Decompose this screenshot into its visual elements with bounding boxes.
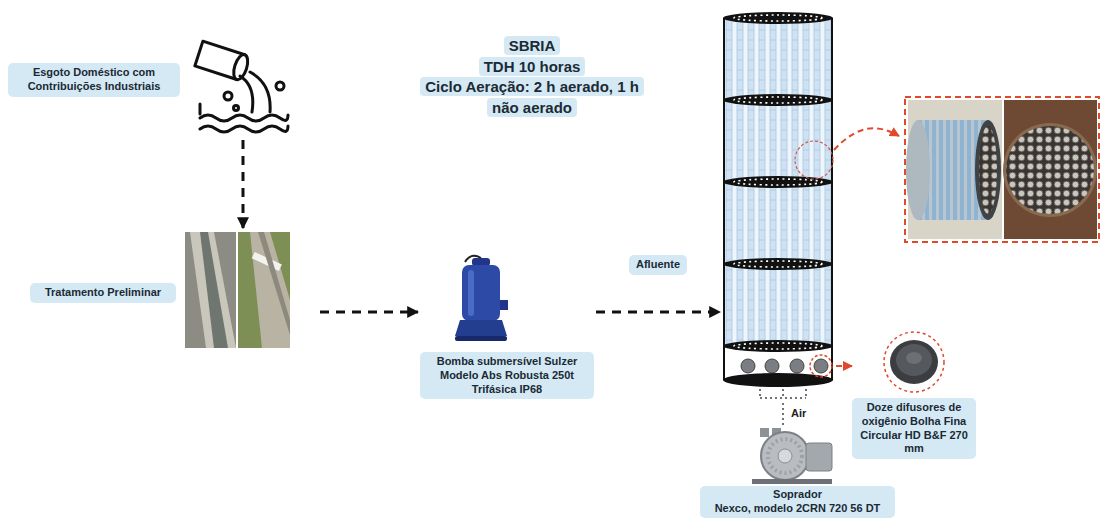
reactor-column-part	[795, 141, 833, 179]
module-photo-part	[979, 126, 997, 214]
label-text: Tratamento Preliminar	[36, 286, 170, 300]
label-pill: SopradorNexco, modelo 2CRN 720 56 DT	[700, 486, 895, 518]
blower-icon-part	[778, 449, 792, 463]
source-stage: Esgoto Doméstico com Contribuições Indus…	[8, 38, 298, 140]
diffuser-disc-part	[890, 340, 938, 384]
reactor-column-part	[790, 359, 804, 373]
sewage-icon-part	[240, 76, 253, 112]
heading-line: SBRIA	[414, 36, 650, 57]
pump-icon-part	[472, 258, 490, 266]
label-pill: Doze difusores de oxigênio Bolha Fina Ci…	[852, 398, 976, 459]
flow-connector	[596, 311, 720, 314]
flow-connector	[836, 365, 852, 367]
pump-icon-part	[462, 265, 500, 321]
module-photo-part	[906, 120, 930, 220]
reactor-column-part	[723, 373, 833, 387]
reactor-column-part	[723, 176, 833, 188]
reactor-column-part	[734, 97, 822, 103]
pump-icon-part	[468, 270, 474, 316]
diffuser-part: Doze difusores de oxigênio Bolha Fina Ci…	[852, 332, 976, 482]
reactor-column-part	[734, 179, 822, 185]
label-text: Soprador	[706, 488, 889, 502]
label-text: Nexco, modelo 2CRN 720 56 DT	[706, 502, 889, 516]
reactor-column-part	[724, 18, 832, 346]
sewage-icon-part	[234, 106, 239, 111]
diffuser-disc-part	[896, 344, 932, 376]
diffuser-disc-part	[884, 332, 944, 392]
reactor-column-part	[810, 355, 832, 377]
sewage-icon-part	[200, 115, 288, 121]
label-pill: Tratamento Preliminar	[30, 283, 176, 303]
blower-unit: SopradorNexco, modelo 2CRN 720 56 DT	[700, 425, 895, 520]
heading-text: SBRIA	[504, 36, 561, 55]
pretreatment-photo-part	[250, 232, 290, 348]
diffuser-disc-part	[906, 352, 922, 364]
heading-line: Ciclo Aeração: 2 h aerado, 1 h não aerad…	[414, 77, 650, 118]
reactor-column-part	[760, 389, 806, 398]
blower-icon-part	[752, 479, 832, 484]
pretreatment-photo-part	[200, 232, 228, 348]
pump-icon	[455, 256, 508, 341]
reactor-column-part	[834, 128, 899, 150]
reactor-column-part	[734, 261, 822, 267]
module-photo-part	[975, 120, 1001, 220]
reactor-column-part	[831, 18, 833, 380]
pretreatment-photo-part	[185, 232, 236, 348]
sewage-icon-part	[195, 41, 251, 81]
heading-text: Ciclo Aeração: 2 h aerado, 1 h não aerad…	[420, 77, 644, 117]
sewage-icon	[195, 41, 288, 132]
flow-connector	[320, 311, 418, 314]
pretreatment-photo-part	[190, 232, 236, 348]
sewage-icon-part	[250, 72, 270, 112]
diffuser-disc	[884, 332, 944, 392]
blower-icon-part	[806, 443, 832, 471]
module-photo-part	[905, 97, 1099, 242]
reactor-column-part	[723, 258, 833, 270]
reactor-column-part	[814, 359, 828, 373]
label-text: Doze difusores de oxigênio Bolha Fina Ci…	[858, 401, 970, 456]
flow-connector	[782, 402, 784, 425]
reactor-column-part	[723, 12, 833, 24]
heading-text: TDH 10 horas	[479, 57, 586, 76]
reactor-column: SBRIATDH 10 horasCiclo Aeração: 2 h aera…	[720, 12, 836, 402]
module-photo-part	[1000, 120, 1100, 220]
module-photo	[905, 97, 1100, 242]
pretreatment-photo	[185, 232, 290, 348]
sewage-icon-part	[199, 104, 202, 114]
flow-connector	[242, 140, 245, 228]
label-text: Bomba submersível Sulzer Modelo Abs Robu…	[426, 355, 588, 396]
reactor-column-part	[741, 359, 755, 373]
pretreatment-photo-part	[238, 232, 290, 348]
label-pill: Bomba submersível Sulzer Modelo Abs Robu…	[420, 352, 594, 399]
reactor-column-part	[723, 340, 833, 352]
sewage-icon-part	[200, 126, 288, 132]
blower-icon-part	[760, 428, 769, 437]
reactor-heading: SBRIA TDH 10 horasCiclo Aeração: 2 h aera…	[414, 36, 650, 119]
reactor-column-part	[723, 94, 833, 106]
pretreatment-stage: Tratamento Preliminar	[28, 228, 320, 352]
pump-icon-part	[455, 336, 507, 341]
reactor-column-part	[734, 343, 822, 349]
sewage-icon-part	[276, 82, 284, 90]
pretreatment-photo-part	[258, 232, 290, 335]
reactor-column-part	[723, 18, 725, 380]
reactor-column-part	[765, 359, 779, 373]
edge-label: Afluente	[629, 255, 687, 275]
sewage-icon-part	[224, 92, 232, 100]
reactor-column-part	[734, 15, 822, 21]
blower-icon-part	[768, 439, 802, 473]
pump-stage: Bomba submersível Sulzer Modelo Abs Robu…	[418, 252, 596, 401]
pump-icon-part	[500, 300, 508, 310]
reactor-column	[723, 12, 899, 398]
label-text: Esgoto Doméstico com Contribuições Indus…	[14, 66, 174, 94]
pump-icon-part	[455, 320, 507, 336]
blower-icon	[752, 428, 832, 484]
blower-icon-part	[761, 432, 809, 480]
edge-label: Air	[789, 407, 808, 421]
label-pill: Esgoto Doméstico com Contribuições Indus…	[8, 63, 180, 97]
heading-line: TDH 10 horas	[414, 57, 650, 78]
